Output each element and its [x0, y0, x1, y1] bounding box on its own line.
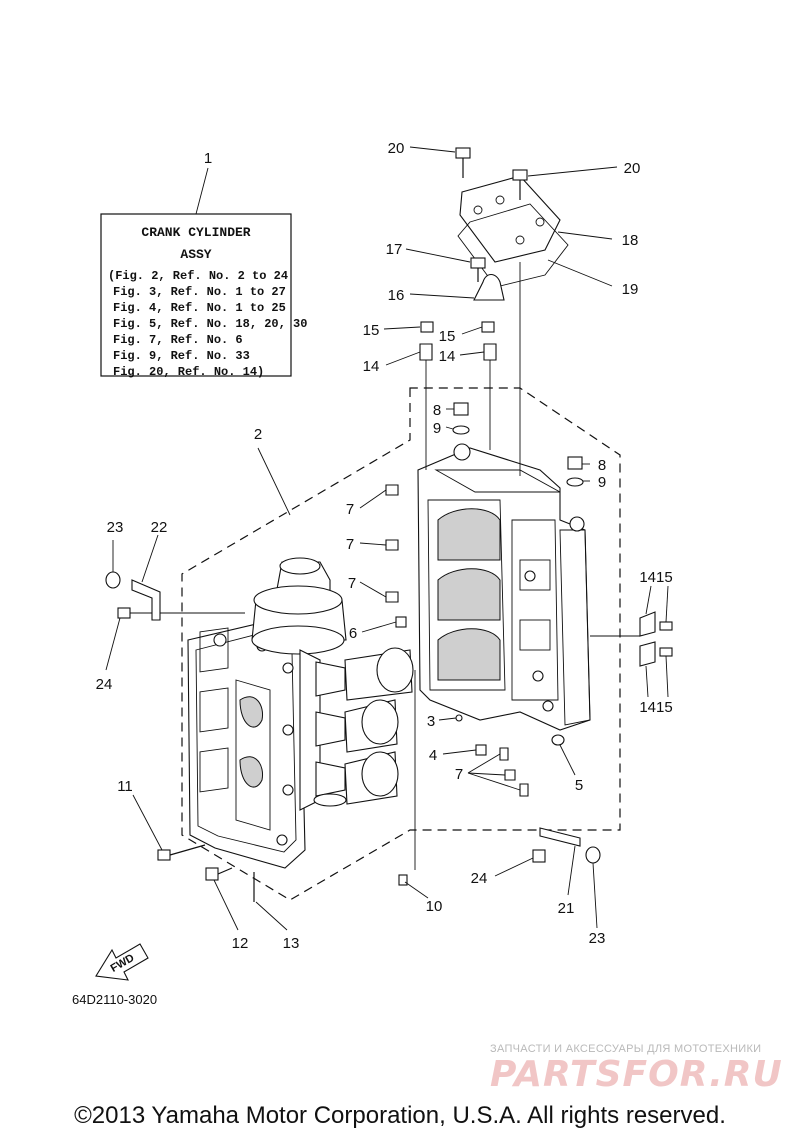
callout-3: 3 [427, 713, 435, 730]
assy-line: Fig. 20, Ref. No. 14) [113, 365, 264, 379]
pistons [344, 647, 414, 805]
callout-18: 18 [622, 232, 639, 249]
assy-line: Fig. 3, Ref. No. 1 to 27 [113, 285, 286, 299]
callout-7: 7 [348, 575, 356, 592]
callout-15: 15 [363, 322, 380, 339]
callout-9: 9 [598, 474, 606, 491]
plug-23a [105, 571, 121, 589]
callout-9: 9 [433, 420, 441, 437]
callout-19: 19 [622, 281, 639, 298]
callout-14: 14 [439, 348, 456, 365]
plug-8a [452, 402, 470, 435]
callout-2: 2 [254, 426, 262, 443]
clamp-16 [473, 273, 505, 301]
bolt-15b [481, 321, 495, 333]
bolt-15a [420, 321, 434, 333]
plug-8b [566, 456, 584, 487]
bracket-14b [483, 343, 497, 361]
callout-23: 23 [589, 930, 606, 947]
bolt-11 [157, 844, 206, 861]
crankcase-half [187, 621, 306, 869]
callout-12: 12 [232, 935, 249, 952]
callout-20: 20 [388, 140, 405, 157]
assy-line: Fig. 5, Ref. No. 18, 20, 30 [113, 317, 307, 331]
bolt-12 [205, 867, 233, 881]
callout-8: 8 [433, 402, 441, 419]
callout-1415: 1415 [639, 569, 672, 586]
watermark-tagline: ЗАПЧАСТИ И АКСЕССУАРЫ ДЛЯ МОТОТЕХНИКИ [490, 1043, 762, 1055]
bolt-17 [470, 257, 486, 282]
callout-20: 20 [624, 160, 641, 177]
assy-title-line2: ASSY [180, 247, 211, 262]
sensor-21 [539, 827, 581, 847]
sensor-22 [131, 579, 161, 621]
callout-10: 10 [426, 898, 443, 915]
leader-lines [105, 146, 669, 931]
cylinder-block [417, 443, 591, 731]
part-3 [455, 714, 463, 722]
assy-line: Fig. 7, Ref. No. 6 [113, 333, 243, 347]
callout-21: 21 [558, 900, 575, 917]
callout-22: 22 [151, 519, 168, 536]
copyright-notice: ©2013 Yamaha Motor Corporation, U.S.A. A… [74, 1102, 726, 1129]
callout-23: 23 [107, 519, 124, 536]
callout-24: 24 [96, 676, 113, 693]
diagram-code: 64D2110-3020 [72, 992, 157, 1007]
bracket-1415 [590, 611, 673, 667]
callout-11: 11 [117, 778, 133, 795]
bolt-20b [512, 169, 528, 200]
part-10 [398, 670, 416, 886]
callout-1415: 1415 [639, 699, 672, 716]
callout-6: 6 [349, 625, 357, 642]
callout-17: 17 [386, 241, 403, 258]
callout-24: 24 [471, 870, 488, 887]
fittings-7 [385, 484, 529, 797]
bolt-20a [455, 147, 471, 178]
part-5 [551, 734, 565, 746]
callout-1: 1 [204, 150, 212, 167]
callout-4: 4 [429, 747, 437, 764]
callout-14: 14 [363, 358, 380, 375]
bolt-24b [532, 849, 546, 863]
watermark-logo: PARTSFOR.RU [490, 1054, 783, 1095]
bracket-14a [419, 343, 433, 361]
assy-line: (Fig. 2, Ref. No. 2 to 24 [108, 269, 288, 283]
callout-labels: 1 2 3 4 5 6 7 7 7 7 8 8 9 9 10 11 12 13 … [96, 140, 673, 952]
assy-line: Fig. 9, Ref. No. 33 [113, 349, 250, 363]
callout-7: 7 [346, 536, 354, 553]
bolt-24a [117, 607, 245, 619]
crankshaft [251, 557, 347, 811]
callout-7: 7 [455, 766, 463, 783]
part-4 [475, 744, 487, 756]
assy-note-box: CRANK CYLINDER ASSY (Fig. 2, Ref. No. 2 … [100, 213, 307, 379]
callout-15: 15 [439, 328, 456, 345]
callout-7: 7 [346, 501, 354, 518]
fwd-arrow-icon: FWD [95, 943, 149, 981]
plug-23b [585, 846, 601, 864]
assy-title-line1: CRANK CYLINDER [141, 225, 250, 240]
part-6 [395, 616, 407, 628]
callout-8: 8 [598, 457, 606, 474]
leader-line [257, 447, 291, 516]
leader-line [195, 167, 209, 215]
callout-13: 13 [283, 935, 300, 952]
callout-16: 16 [388, 287, 405, 304]
assembly-boundary [181, 387, 621, 901]
assy-line: Fig. 4, Ref. No. 1 to 25 [113, 301, 286, 315]
callout-5: 5 [575, 777, 583, 794]
cover-plate [457, 175, 569, 288]
